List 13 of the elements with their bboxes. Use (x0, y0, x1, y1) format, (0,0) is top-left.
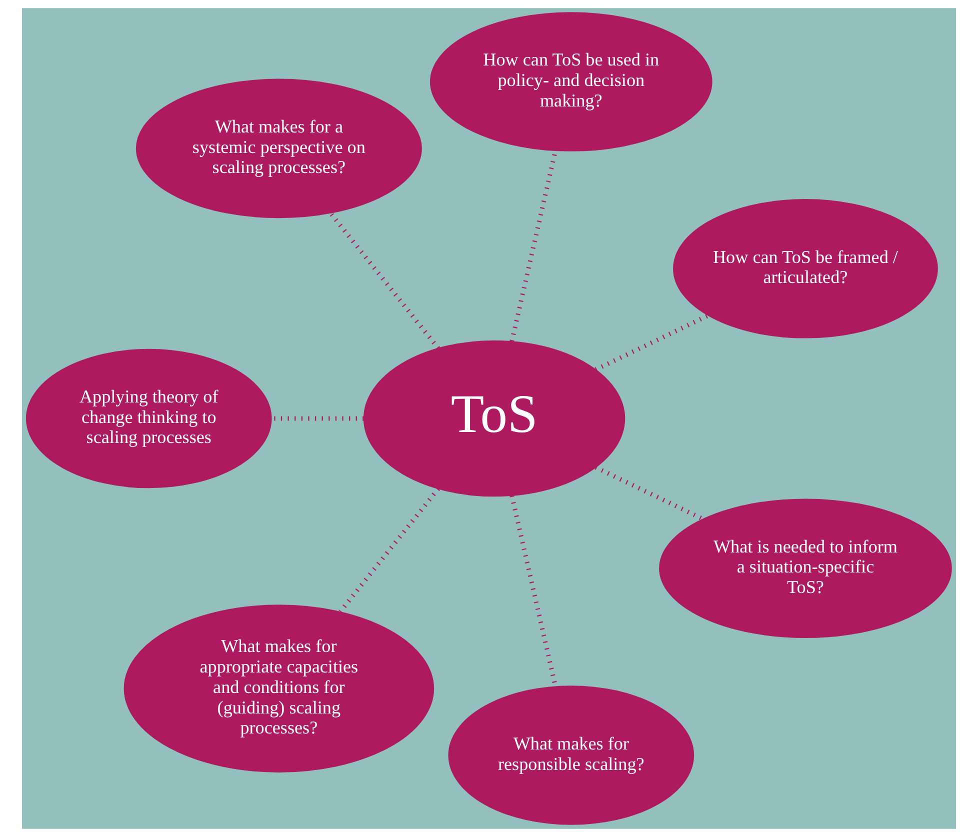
node-ellipse: ToS (363, 340, 626, 497)
node-ellipse: What makes for a systemic perspective on scaling processes? (136, 78, 422, 218)
node-ellipse: What makes for responsible scaling? (448, 686, 694, 825)
connector (338, 487, 440, 613)
node-ellipse: Applying theory of change thinking to scaling processes (26, 348, 272, 488)
node-ellipse: How can ToS be framed / articulated? (673, 198, 938, 338)
node-ellipse: What makes for appropriate capacities and conditions for (guiding) scaling processes? (124, 604, 434, 772)
connector (272, 416, 364, 421)
connector (594, 465, 704, 522)
node-ellipse: What is needed to inform a situation-specific ToS? (659, 498, 952, 638)
connector (328, 212, 440, 350)
connector (594, 313, 710, 372)
node-ellipse: How can ToS be used in policy- and decision making? (430, 12, 712, 152)
